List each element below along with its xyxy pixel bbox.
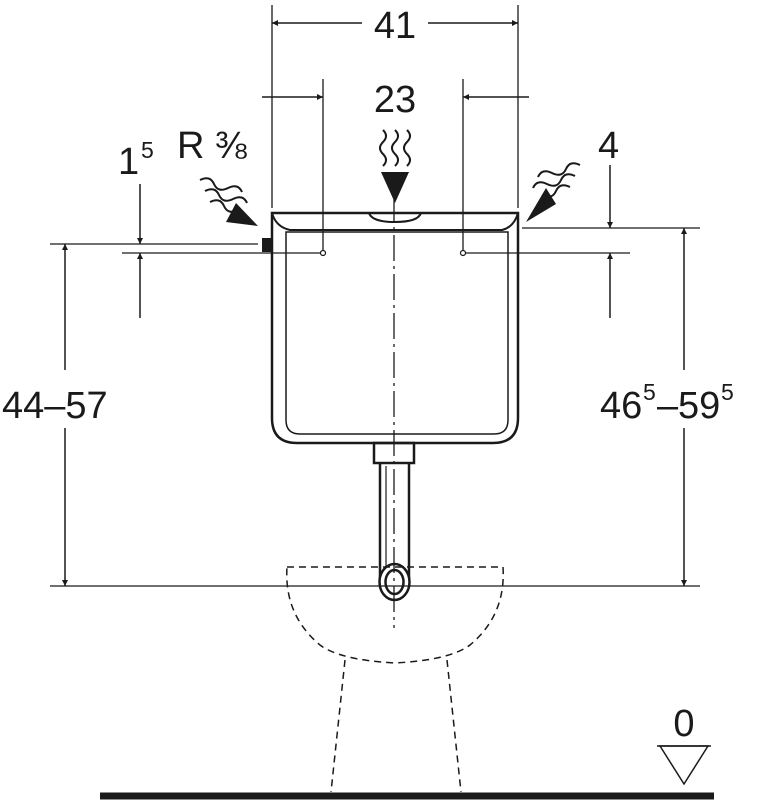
svg-text:5: 5 — [721, 379, 734, 405]
extension-lines — [50, 5, 700, 587]
bowl-rim — [286, 566, 504, 664]
cistern-lid — [271, 212, 519, 231]
height-right-label: 46 5 – 59 5 — [600, 379, 734, 427]
mount-hole-right — [459, 249, 467, 257]
flush-button-wave-icon — [379, 129, 411, 203]
total-width-label: 41 — [374, 5, 416, 47]
svg-text:59: 59 — [678, 385, 720, 427]
offset-right-label: 4 — [598, 125, 619, 167]
toilet-bowl — [286, 566, 504, 793]
side-connector — [262, 238, 272, 252]
svg-text:–: – — [657, 385, 679, 427]
floor-level-label: 0 — [673, 703, 694, 745]
offset-left-label: 1 — [118, 141, 139, 183]
water-inlet-wave-icon — [526, 162, 581, 222]
bowl-pedestal — [330, 659, 462, 793]
floor-level-marker-icon — [657, 745, 711, 786]
cistern-outline — [270, 211, 520, 445]
mount-hole-left — [319, 249, 327, 257]
thread-label: R ⅜ — [177, 125, 247, 167]
offset-left-sup: 5 — [141, 137, 154, 163]
cistern-tank — [262, 211, 520, 445]
svg-text:46: 46 — [600, 385, 642, 427]
inlet-spacing-label: 23 — [374, 79, 416, 121]
svg-text:5: 5 — [643, 379, 656, 405]
height-left-label: 44–57 — [2, 385, 108, 427]
water-inlet-wave-icon — [199, 177, 258, 226]
flush-button — [368, 212, 422, 224]
cistern-inner-contour — [285, 231, 509, 435]
pipe-body — [378, 463, 411, 580]
